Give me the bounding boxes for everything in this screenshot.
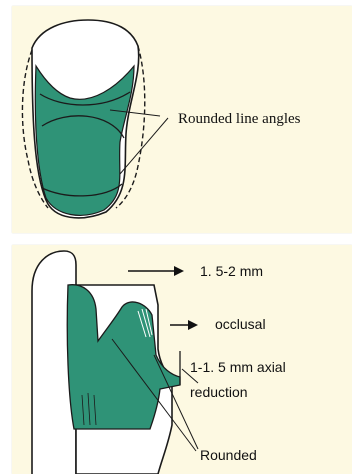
axial-reduction-label-line-1: 1-1. 5 mm axial	[190, 358, 286, 376]
axial-reduction-label-line-2: reduction	[190, 383, 248, 401]
arrow-occlusal-head	[188, 320, 198, 330]
depth-label: 1. 5-2 mm	[200, 262, 263, 280]
preparation-cross-section-illustration	[12, 245, 352, 474]
arrow-occlusal-depth-head	[174, 266, 184, 276]
bottom-diagram-panel: 1. 5-2 mm occlusal 1-1. 5 mm axial reduc…	[12, 245, 352, 474]
top-diagram-panel: Rounded line angles	[12, 6, 352, 233]
rounded-label: Rounded	[200, 446, 257, 464]
occlusal-label: occlusal	[215, 315, 266, 333]
rounded-line-angles-label: Rounded line angles	[178, 110, 300, 128]
